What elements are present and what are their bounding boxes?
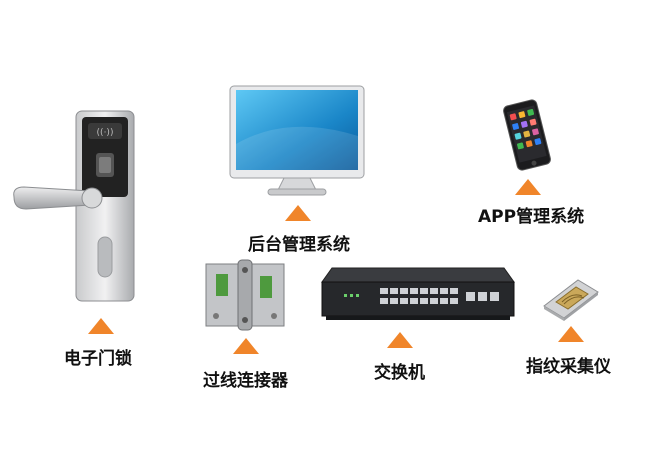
fingerprint-reader-icon bbox=[538, 272, 602, 322]
lock-label: 电子门锁 bbox=[64, 349, 132, 369]
arrow-up-icon bbox=[515, 179, 541, 195]
arrow-up-icon bbox=[387, 332, 413, 348]
wire-connector-icon bbox=[200, 256, 290, 334]
arrow-up-icon bbox=[285, 205, 311, 221]
fingerprint-label: 指纹采集仪 bbox=[526, 357, 611, 377]
arrow-up-icon bbox=[88, 318, 114, 334]
svg-text:((·)): ((·)) bbox=[97, 128, 114, 138]
network-switch-icon bbox=[320, 264, 516, 324]
electronic-door-lock-icon: ((·)) bbox=[10, 105, 140, 305]
smartphone-icon bbox=[498, 98, 556, 172]
monitor-icon bbox=[228, 84, 368, 198]
arrow-up-icon bbox=[233, 338, 259, 354]
app-label: APP管理系统 bbox=[478, 207, 585, 227]
switch-label: 交换机 bbox=[374, 363, 425, 383]
connector-label: 过线连接器 bbox=[203, 371, 288, 391]
arrow-up-icon bbox=[558, 326, 584, 342]
backend-label: 后台管理系统 bbox=[248, 235, 350, 255]
